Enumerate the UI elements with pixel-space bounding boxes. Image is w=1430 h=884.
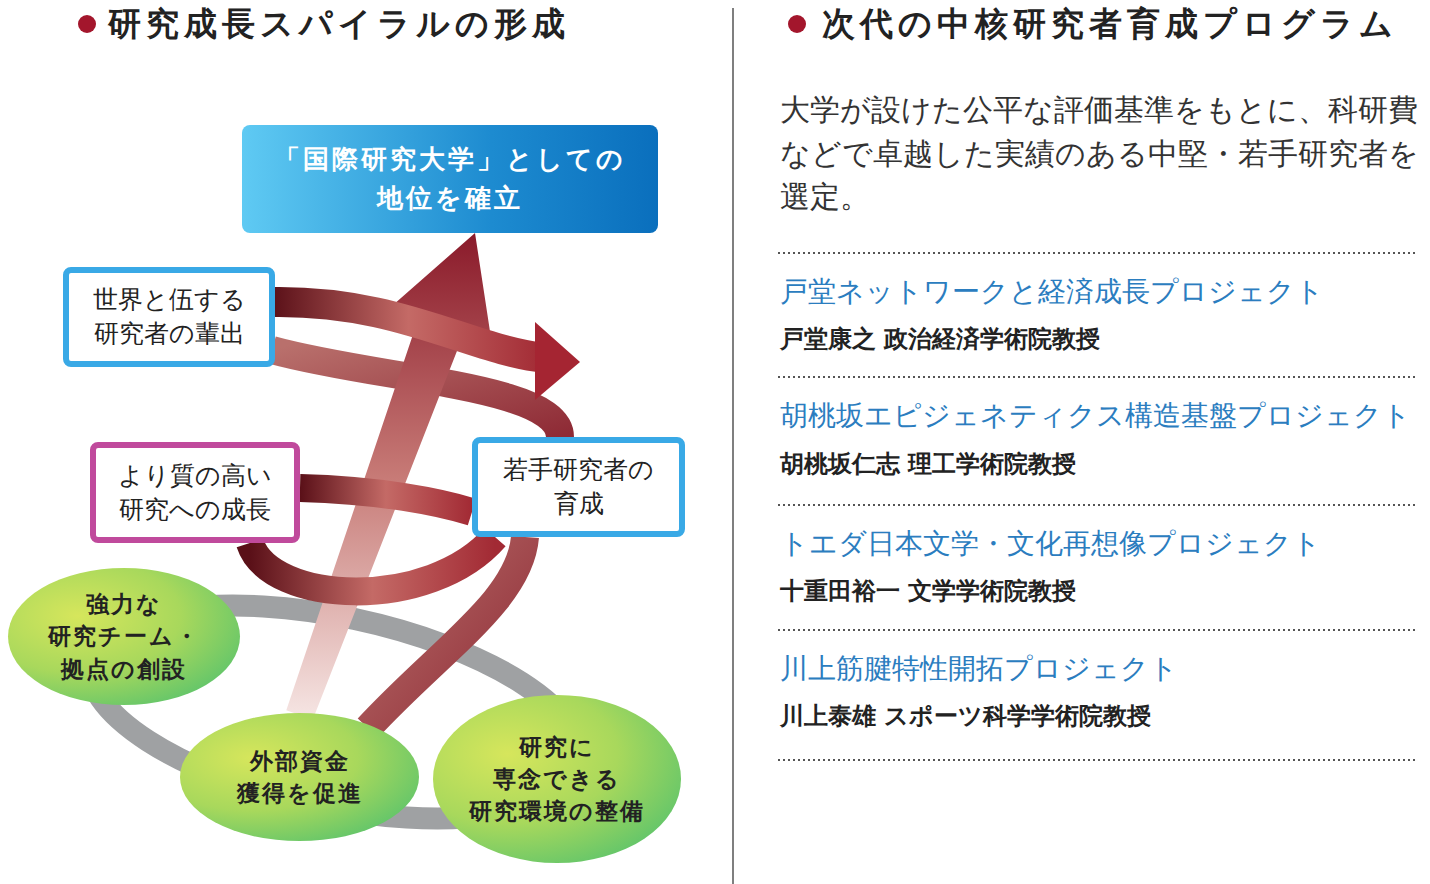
base-ellipse: 強力な 研究チーム・ 拠点の創設	[8, 568, 240, 705]
bullet-dot	[78, 15, 96, 33]
spiral-band	[250, 537, 495, 591]
researcher-name: 戸堂康之 政治経済学術院教授	[780, 323, 1100, 355]
node-text: 若手研究者の 育成	[488, 453, 669, 521]
project-title: 胡桃坂エピジェネティクス構造基盤プロジェクト	[780, 397, 1411, 435]
intro-text: 大学が設けた公平な評価基準をもとに、科研費などで卓越した実績のある中堅・若手研究…	[780, 88, 1430, 219]
node-text: 研究に 専念できる 研究環境の整備	[451, 731, 663, 828]
researcher-name: 川上泰雄 スポーツ科学学術院教授	[780, 700, 1151, 732]
base-ellipse: 研究に 専念できる 研究環境の整備	[433, 695, 681, 863]
dotted-rules	[778, 253, 1418, 760]
node-text: 強力な 研究チーム・ 拠点の創設	[26, 588, 222, 685]
panel-heading: 次代の中核研究者育成プログラム	[822, 2, 1398, 47]
node-text: 「国際研究大学」としての 地位を確立	[262, 140, 638, 218]
researcher-name: 十重田裕一 文学学術院教授	[780, 575, 1076, 607]
base-ellipse: 外部資金 獲得を促進	[180, 713, 419, 841]
panel-heading: 研究成長スパイラルの形成	[108, 2, 570, 47]
spiral-band	[300, 488, 472, 512]
project-title: 川上筋腱特性開拓プロジェクト	[780, 650, 1178, 688]
outcome-box: 世界と伍する 研究者の輩出	[63, 267, 275, 367]
outcome-box: より質の高い 研究への成長	[90, 442, 300, 543]
node-text: 世界と伍する 研究者の輩出	[79, 283, 259, 351]
outcome-box: 若手研究者の 育成	[472, 437, 685, 537]
spiral-band	[272, 302, 545, 358]
divider	[732, 8, 734, 884]
goal-box: 「国際研究大学」としての 地位を確立	[242, 125, 658, 233]
project-title: 戸堂ネットワークと経済成長プロジェクト	[780, 273, 1324, 311]
node-text: 外部資金 獲得を促進	[198, 745, 401, 809]
researcher-name: 胡桃坂仁志 理工学術院教授	[780, 448, 1076, 480]
project-title: トエダ日本文学・文化再想像プロジェクト	[780, 525, 1321, 563]
bullet-dot	[788, 15, 806, 33]
node-text: より質の高い 研究への成長	[106, 459, 284, 527]
spiral-arrowhead	[535, 322, 580, 400]
